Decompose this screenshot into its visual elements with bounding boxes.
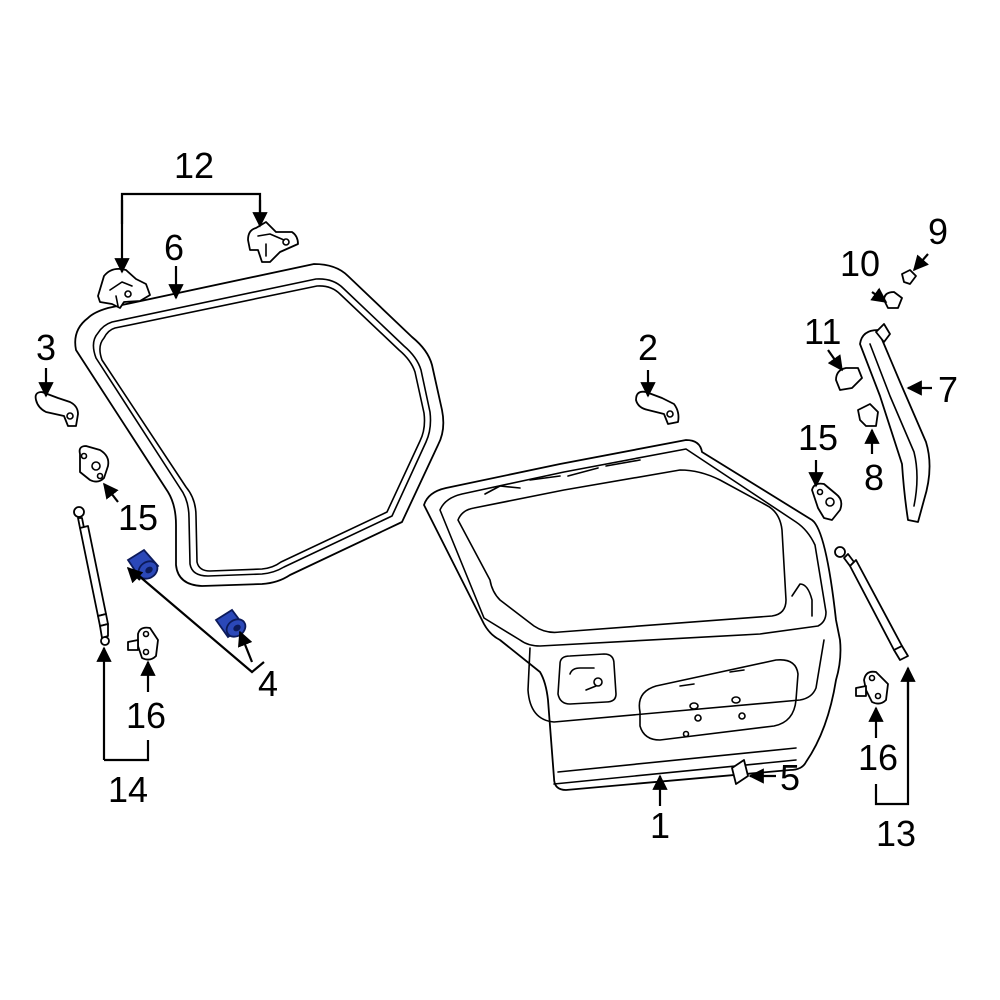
retainer-clip[interactable] bbox=[835, 367, 863, 391]
callout-4: 4 bbox=[258, 663, 278, 704]
mounting-plate-left[interactable] bbox=[78, 445, 110, 483]
callout-16-right: 16 bbox=[858, 737, 898, 778]
callout-8: 8 bbox=[864, 457, 884, 498]
callout-13: 13 bbox=[876, 813, 916, 854]
callout-7: 7 bbox=[938, 369, 958, 410]
callout-3: 3 bbox=[36, 327, 56, 368]
callout-14: 14 bbox=[108, 769, 148, 810]
callout-15-left: 15 bbox=[118, 497, 158, 538]
callout-9: 9 bbox=[928, 211, 948, 252]
callout-16-left: 16 bbox=[126, 695, 166, 736]
lift-support-strut-right[interactable] bbox=[834, 546, 909, 661]
screw[interactable] bbox=[901, 269, 917, 285]
hinge-bracket[interactable] bbox=[34, 391, 79, 427]
ball-stud-right[interactable] bbox=[855, 670, 889, 705]
bumper-cushion-upper[interactable] bbox=[126, 548, 161, 582]
side-garnish-molding[interactable] bbox=[859, 323, 931, 523]
hinge-right-gate[interactable] bbox=[635, 390, 680, 425]
mounting-plate-right[interactable] bbox=[811, 482, 843, 521]
lift-support-strut-left[interactable] bbox=[73, 506, 110, 646]
lift-gate[interactable] bbox=[423, 439, 842, 791]
callout-2: 2 bbox=[638, 327, 658, 368]
callout-5: 5 bbox=[780, 757, 800, 798]
callout-12: 12 bbox=[174, 145, 214, 186]
callout-15-right: 15 bbox=[798, 417, 838, 458]
hinge-right[interactable] bbox=[247, 221, 299, 263]
push-clip[interactable] bbox=[883, 291, 903, 309]
callout-10: 10 bbox=[840, 243, 880, 284]
ball-stud-left[interactable] bbox=[127, 626, 159, 661]
molding-clip[interactable] bbox=[857, 403, 879, 427]
callout-labels: 1 2 3 4 5 6 7 8 9 10 11 12 13 14 15 15 1… bbox=[36, 145, 958, 854]
leader-lines bbox=[38, 192, 932, 806]
callout-6: 6 bbox=[164, 227, 184, 268]
handle-cover[interactable] bbox=[731, 759, 749, 785]
callout-11: 11 bbox=[804, 311, 841, 352]
back-window-glass[interactable] bbox=[74, 263, 445, 587]
callout-1: 1 bbox=[650, 805, 670, 846]
bumper-cushion-lower[interactable] bbox=[214, 608, 249, 640]
